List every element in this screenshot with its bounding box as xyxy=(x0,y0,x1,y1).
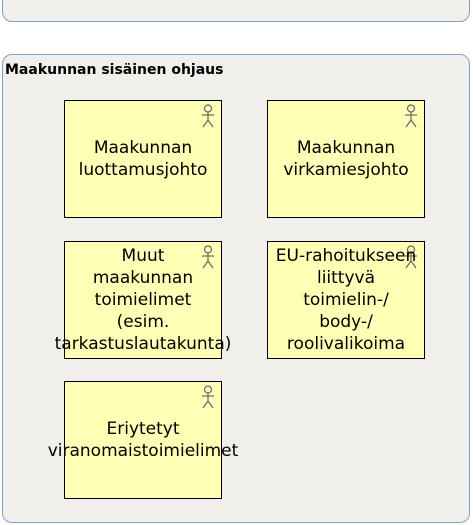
actor-label: Maakunnan virkamiesjohto xyxy=(283,138,409,180)
actor-label: Muut maakunnan toimielimet (esim. tarkas… xyxy=(54,246,232,354)
actor-maakunnan-virkamiesjohto[interactable]: Maakunnan virkamiesjohto xyxy=(267,100,425,218)
actor-icon xyxy=(405,104,417,128)
actor-icon xyxy=(405,245,417,269)
actor-eu-rahoitukseen-liittyva[interactable]: EU-rahoitukseen liittyvä toimielin-/ bod… xyxy=(267,241,425,359)
actor-eriytetyt-viranomaistoimielimet[interactable]: Eriytetyt viranomaistoimielimet xyxy=(48,381,238,499)
actor-label: EU-rahoitukseen liittyvä toimielin-/ bod… xyxy=(275,246,417,354)
actor-muut-maakunnan-toimielimet[interactable]: Muut maakunnan toimielimet (esim. tarkas… xyxy=(55,241,231,359)
top-group-container xyxy=(2,0,470,22)
actor-maakunnan-luottamusjohto[interactable]: Maakunnan luottamusjohto xyxy=(64,100,222,218)
actor-icon xyxy=(202,245,214,269)
actor-label: Maakunnan luottamusjohto xyxy=(78,138,208,180)
actor-label: Eriytetyt viranomaistoimielimet xyxy=(47,419,239,461)
actor-icon xyxy=(202,104,214,128)
actor-icon xyxy=(202,385,214,409)
group-title: Maakunnan sisäinen ohjaus xyxy=(5,62,224,78)
